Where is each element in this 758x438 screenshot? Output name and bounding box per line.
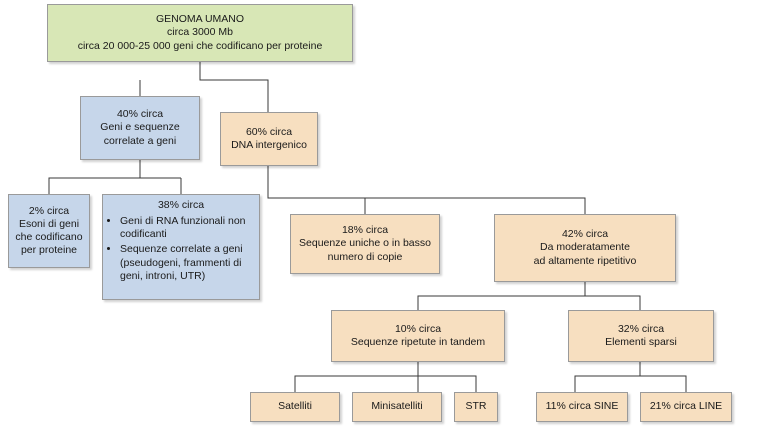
minisatellites-label: Minisatelliti <box>371 400 423 413</box>
intergenic-pct: 60% circa <box>245 125 293 138</box>
satellites-node: Satelliti <box>250 392 340 422</box>
tandem-line1: Sequenze ripetute in tandem <box>350 336 486 348</box>
related-bullet-2: Sequenze correlate a geni (pseudogeni, f… <box>120 243 253 282</box>
gene-related-pct: 40% circa <box>116 108 164 121</box>
root-genes: circa 20 000-25 000 geni che codificano … <box>77 39 323 52</box>
root-size: circa 3000 Mb <box>167 26 233 39</box>
gene-related-line2: correlate a geni <box>103 134 177 147</box>
sine-node: 11% circa SINE <box>536 392 628 422</box>
unique-pct: 18% circa <box>341 224 389 237</box>
related-bullet-list: Geni di RNA funzionali non codificanti S… <box>109 215 253 285</box>
repetitive-node: 42% circa Da moderatamente ad altamente … <box>494 214 676 282</box>
satellites-label: Satelliti <box>278 400 312 413</box>
tandem-pct: 10% circa <box>394 322 442 335</box>
intergenic-line1: DNA intergenico <box>231 139 307 151</box>
exons-line1: Esoni di geni <box>18 217 80 230</box>
exons-line2: che codificano <box>15 231 83 243</box>
str-label: STR <box>465 400 487 413</box>
exons-line3: per proteine <box>20 244 78 257</box>
connector-tandem <box>294 362 477 392</box>
unique-line1: Sequenze uniche o in basso <box>299 237 431 250</box>
dispersed-line1: Elementi sparsi <box>605 336 677 348</box>
human-genome-node: GENOMA UMANO circa 3000 Mb circa 20 000-… <box>47 4 353 62</box>
dispersed-pct: 32% circa <box>617 322 665 335</box>
related-bullet-1: Geni di RNA funzionali non codificanti <box>120 215 253 241</box>
root-title: GENOMA UMANO <box>155 13 245 26</box>
related-pct: 38% circa <box>157 199 205 211</box>
related-sequences-node: 38% circa Geni di RNA funzionali non cod… <box>102 194 260 300</box>
repetitive-line2: ad altamente ripetitivo <box>533 254 637 267</box>
gene-related-node: 40% circa Geni e sequenze correlate a ge… <box>80 96 200 160</box>
gene-related-line1: Geni e sequenze <box>100 121 180 134</box>
repetitive-pct: 42% circa <box>561 228 609 241</box>
connector-repetitive <box>417 282 641 310</box>
connector-gene-related <box>48 160 182 194</box>
line-label: 21% circa LINE <box>649 400 723 413</box>
tandem-repeats-node: 10% circa Sequenze ripetute in tandem <box>331 310 505 362</box>
repetitive-line1: Da moderatamente <box>540 241 630 254</box>
exons-pct: 2% circa <box>28 204 70 217</box>
unique-sequences-node: 18% circa Sequenze uniche o in basso num… <box>290 214 440 274</box>
intergenic-node: 60% circa DNA intergenico <box>220 112 318 166</box>
dispersed-elements-node: 32% circa Elementi sparsi <box>568 310 714 362</box>
unique-line2: numero di copie <box>327 250 403 263</box>
minisatellites-node: Minisatelliti <box>352 392 442 422</box>
connector-root <box>139 62 269 112</box>
exons-node: 2% circa Esoni di geni che codificano pe… <box>8 194 90 268</box>
line-node: 21% circa LINE <box>640 392 732 422</box>
connector-dispersed <box>574 362 687 392</box>
connector-intergenic <box>267 166 586 214</box>
sine-label: 11% circa SINE <box>545 400 619 413</box>
str-node: STR <box>454 392 498 422</box>
